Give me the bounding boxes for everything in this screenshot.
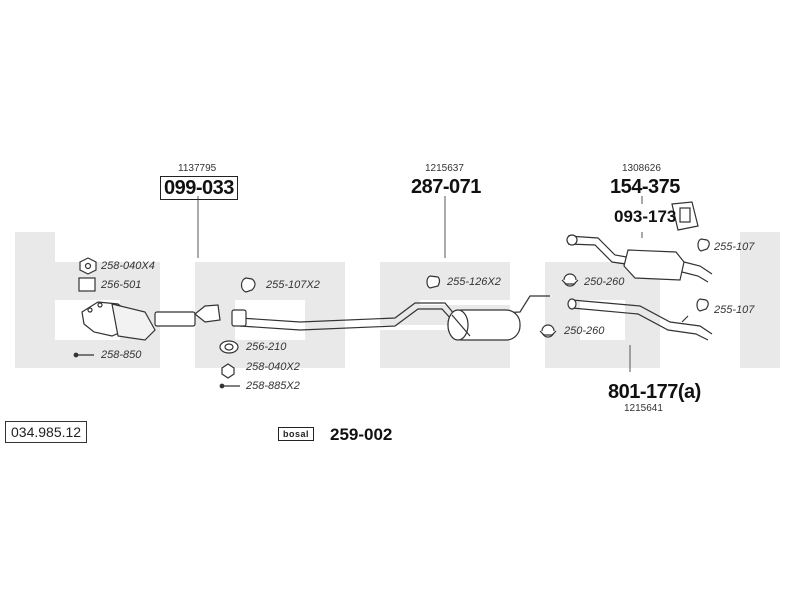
assembly-part-1[interactable]: 099-033 — [160, 176, 238, 200]
assembly-ref-1: 1137795 — [178, 163, 217, 174]
fitting-label-4[interactable]: 255-107X2 — [266, 279, 320, 291]
assembly-part-4[interactable]: 093-173 — [614, 207, 677, 226]
catalog-number: 034.985.12 — [5, 421, 88, 443]
fitting-label-7[interactable]: 258-885X2 — [246, 380, 300, 392]
rear-pipe — [567, 298, 713, 341]
assembly-ref-3: 1308626 — [622, 163, 661, 174]
assembly-ref-5: 1215641 — [624, 403, 663, 414]
rear-muffler — [566, 234, 713, 283]
brand-logo: bosal — [278, 427, 315, 441]
fitting-label-12[interactable]: 255-107 — [714, 304, 755, 316]
assembly-ref-2: 1215637 — [425, 163, 464, 174]
middle-muffler — [447, 309, 521, 341]
leader-lines — [197, 196, 643, 372]
fitting-label-3[interactable]: 258-850 — [101, 349, 142, 361]
mounting-kit-part[interactable]: 259-002 — [330, 425, 393, 444]
assembly-part-2[interactable]: 287-071 — [411, 176, 481, 198]
assembly-part-3[interactable]: 154-375 — [610, 176, 680, 198]
front-pipe — [231, 295, 550, 331]
assembly-part-5[interactable]: 801-177(a) — [608, 381, 701, 403]
fitting-label-10[interactable]: 250-260 — [564, 325, 605, 337]
hanger-bracket — [671, 201, 699, 231]
fitting-label-11[interactable]: 255-107 — [714, 241, 755, 253]
fitting-label-8[interactable]: 255-126X2 — [447, 276, 501, 288]
fitting-label-9[interactable]: 250-260 — [584, 276, 625, 288]
fitting-label-5[interactable]: 256-210 — [246, 341, 287, 353]
fitting-label-1[interactable]: 258-040X4 — [101, 260, 155, 272]
fitting-label-2[interactable]: 256-501 — [101, 279, 142, 291]
catalytic-converter — [81, 301, 221, 341]
fitting-label-6[interactable]: 258-040X2 — [246, 361, 300, 373]
fitting-icons — [73, 238, 710, 389]
